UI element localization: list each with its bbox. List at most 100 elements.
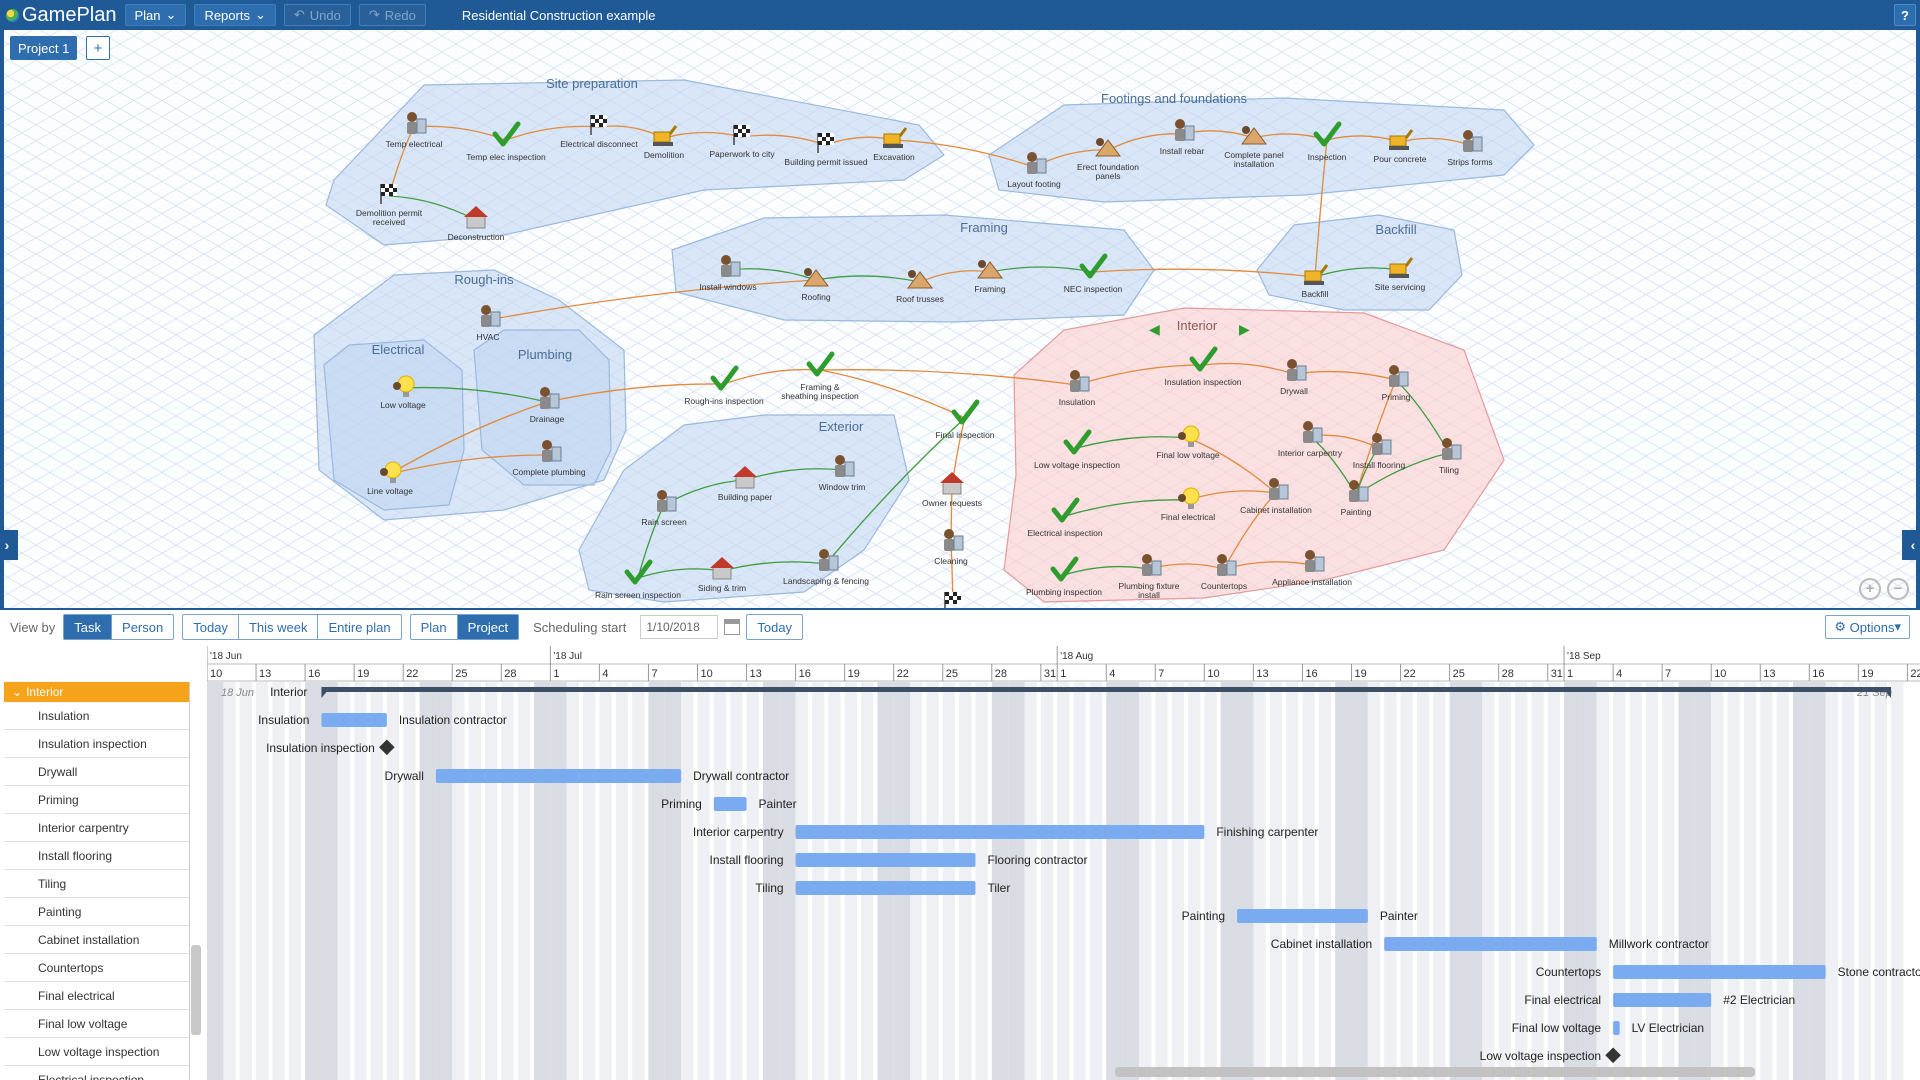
task-node[interactable]: Strips forms [1447, 130, 1493, 167]
task-list-row[interactable]: Install flooring [4, 842, 189, 870]
dependency-edge[interactable] [1064, 499, 1189, 517]
milestone-diamond[interactable] [1605, 1047, 1621, 1064]
task-node[interactable]: Demolition [644, 125, 684, 160]
vertical-scrollbar[interactable] [191, 945, 201, 1035]
task-node[interactable]: Framing &sheathing inspection [781, 351, 859, 401]
task-node[interactable]: Cleaning [934, 529, 968, 566]
task-node[interactable]: Appliance installation [1272, 550, 1352, 587]
task-list-row[interactable]: Painting [4, 898, 189, 926]
summary-bar[interactable] [321, 687, 1892, 692]
task-node[interactable]: Plumbing inspection [1026, 556, 1102, 597]
task-list-row[interactable]: Final electrical [4, 982, 189, 1010]
task-node[interactable]: Cabinet installation [1240, 478, 1312, 515]
task-list-row[interactable]: Tiling [4, 870, 189, 898]
task-bar[interactable] [1613, 965, 1826, 979]
help-button[interactable]: ? [1894, 4, 1916, 26]
task-list-row[interactable]: Countertops [4, 954, 189, 982]
task-node[interactable]: Inspection [1308, 121, 1347, 162]
dependency-edge[interactable] [819, 369, 966, 419]
gantt-row[interactable]: Final electrical#2 Electrician [1524, 993, 1795, 1007]
expand-right-arrow-icon[interactable]: ‹ [1902, 530, 1916, 560]
task-node[interactable]: Landscaping & fencing [783, 549, 869, 586]
task-node[interactable]: Framing [974, 260, 1006, 294]
dependency-edge[interactable] [505, 125, 600, 141]
task-node[interactable]: Electrical inspection [1027, 497, 1103, 538]
task-node[interactable]: Site servicing [1375, 257, 1426, 292]
task-node[interactable]: Low voltage [380, 375, 426, 410]
task-node[interactable]: Tiling [1439, 438, 1462, 475]
task-node[interactable]: Final low voltage [1156, 425, 1220, 460]
task-node[interactable]: Complete plumbing [512, 440, 586, 477]
this-week-button[interactable]: This week [239, 615, 319, 639]
dependency-edge[interactable] [815, 275, 921, 283]
task-bar[interactable] [321, 713, 387, 727]
gantt-row[interactable]: Interior [270, 685, 1892, 699]
plan-menu-button[interactable]: Plan ⌄ [124, 4, 187, 26]
task-node[interactable]: Install rebar [1160, 119, 1205, 156]
task-node[interactable]: Roofing [801, 268, 831, 302]
chevron-down-icon[interactable]: ⌄ [12, 685, 23, 699]
dependency-edge[interactable] [1187, 437, 1277, 494]
task-node[interactable]: Owner requests [922, 472, 982, 508]
group-region-3[interactable] [1256, 214, 1463, 311]
dependency-edge[interactable] [389, 401, 548, 475]
dependency-edge[interactable] [825, 417, 966, 565]
plan-button[interactable]: Plan [411, 615, 458, 639]
zoom-in-icon[interactable]: + [1859, 578, 1881, 600]
dependency-edge[interactable] [1076, 364, 1204, 386]
project-button[interactable]: Project [457, 615, 519, 639]
task-list-row[interactable]: Interior carpentry [4, 814, 189, 842]
task-node[interactable]: Insulation inspection [1164, 346, 1242, 387]
task-node[interactable]: Siding & trim [698, 557, 746, 593]
task-node[interactable]: Move in [938, 592, 968, 608]
task-node[interactable]: Insulation [1059, 370, 1096, 407]
dependency-edge[interactable] [819, 369, 1078, 386]
task-list-row[interactable]: Drywall [4, 758, 189, 786]
task-bar[interactable] [795, 853, 976, 867]
dependency-edge[interactable] [487, 279, 817, 321]
zoom-out-icon[interactable]: − [1887, 578, 1909, 600]
dependency-edge[interactable] [1076, 436, 1189, 449]
task-node[interactable]: Excavation [873, 127, 915, 162]
task-node[interactable]: NEC inspection [1064, 253, 1123, 294]
group-row-interior[interactable]: ⌄ Interior [4, 682, 189, 702]
tab-project-1[interactable]: Project 1 [10, 36, 78, 60]
task-list-row[interactable]: Cabinet installation [4, 926, 189, 954]
task-bar[interactable] [1613, 1021, 1620, 1035]
task-node[interactable]: Electrical disconnect [560, 115, 638, 149]
task-bar[interactable] [713, 797, 747, 811]
dependency-edge[interactable] [402, 386, 548, 403]
gantt-row[interactable]: Low voltage inspection [1480, 1047, 1621, 1064]
task-bar[interactable] [1237, 909, 1368, 923]
task-node[interactable]: Interior carpentry [1278, 421, 1343, 458]
reports-menu-button[interactable]: Reports ⌄ [194, 4, 276, 26]
task-node[interactable]: Drainage [530, 387, 565, 424]
dependency-edge[interactable] [721, 561, 827, 572]
expand-left-arrow-icon[interactable]: › [4, 530, 18, 560]
dependency-edge[interactable] [893, 139, 1035, 168]
view-by-person-button[interactable]: Person [122, 619, 164, 635]
task-node[interactable]: Deconstruction [448, 206, 505, 242]
task-list-row[interactable]: Low voltage inspection [4, 1038, 189, 1066]
task-node[interactable]: Final electrical [1161, 487, 1215, 522]
group-region-8[interactable] [1003, 307, 1505, 603]
task-list-row[interactable]: Priming [4, 786, 189, 814]
task-bar[interactable] [1384, 937, 1597, 951]
dependency-edge[interactable] [744, 468, 843, 481]
task-node[interactable]: Install windows [699, 255, 757, 292]
add-project-tab-button[interactable]: + [86, 36, 110, 60]
task-node[interactable]: Final inspection [935, 399, 995, 440]
task-bar[interactable] [435, 769, 682, 783]
